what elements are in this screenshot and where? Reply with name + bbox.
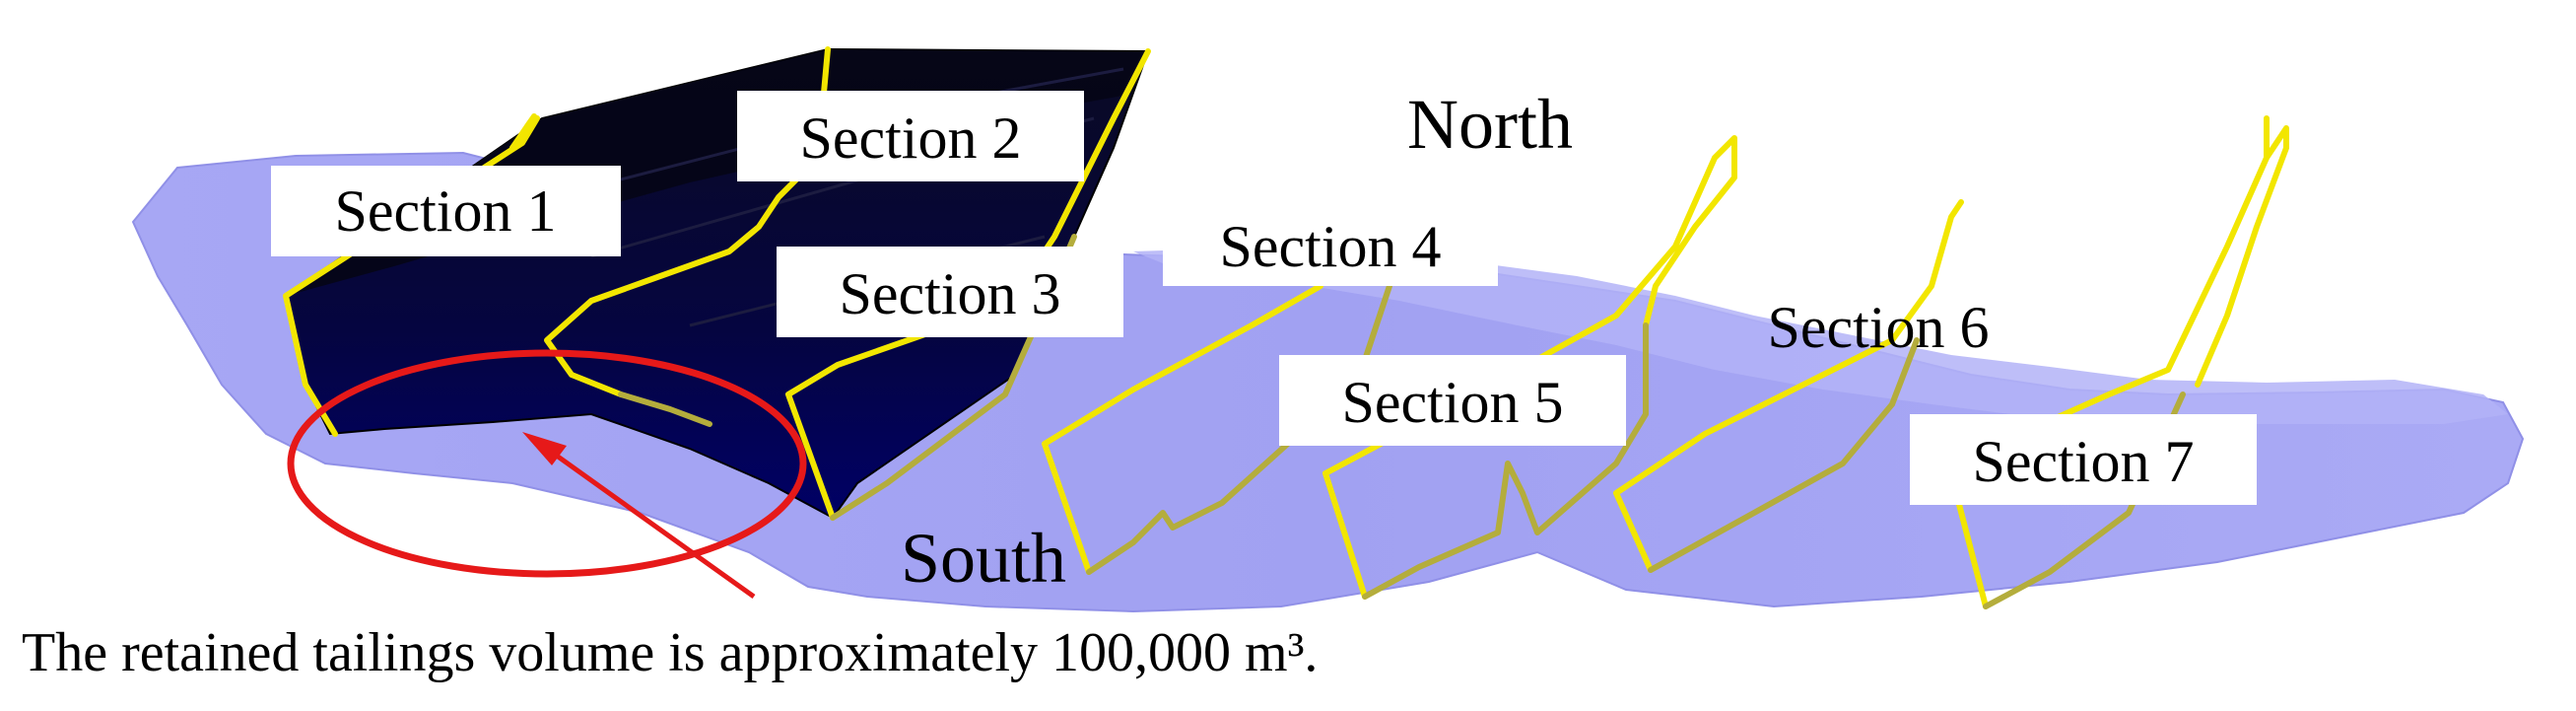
section-labels: Section 1 Section 2 Section 3 Section 4 … xyxy=(271,91,2257,505)
south-label: South xyxy=(901,519,1066,598)
section-7-label: Section 7 xyxy=(1973,429,2195,494)
section-4-label-box xyxy=(1163,207,1498,286)
section-1-label: Section 1 xyxy=(335,178,557,244)
section-4-outline xyxy=(1042,283,1323,575)
section-1-outline xyxy=(283,115,540,437)
section-2-label-box xyxy=(737,91,1084,181)
terrain-ridge xyxy=(1133,247,2508,424)
section-1-label-box xyxy=(271,166,621,256)
section-2-lower xyxy=(618,391,712,427)
section-5-label: Section 5 xyxy=(1342,370,1564,435)
section-2-label: Section 2 xyxy=(800,106,1022,171)
section-4-label: Section 4 xyxy=(1220,214,1442,279)
section-5-lower xyxy=(1362,322,1649,600)
section-5-label-box xyxy=(1279,355,1626,446)
volume-caption: The retained tailings volume is approxim… xyxy=(22,622,1318,683)
section-6-label: Section 6 xyxy=(1768,295,1990,360)
north-label: North xyxy=(1407,85,1573,164)
callout-ellipse xyxy=(287,349,807,578)
callout-arrow-line xyxy=(545,446,756,600)
section-3-label-box xyxy=(777,247,1123,337)
section-6-lower xyxy=(1648,337,1920,573)
section-6-outline xyxy=(1613,199,1964,573)
section-7-label-box xyxy=(1910,414,2257,505)
section-3-label: Section 3 xyxy=(840,261,1061,326)
callout-arrowhead xyxy=(522,432,567,465)
section-1-spike xyxy=(509,113,537,151)
